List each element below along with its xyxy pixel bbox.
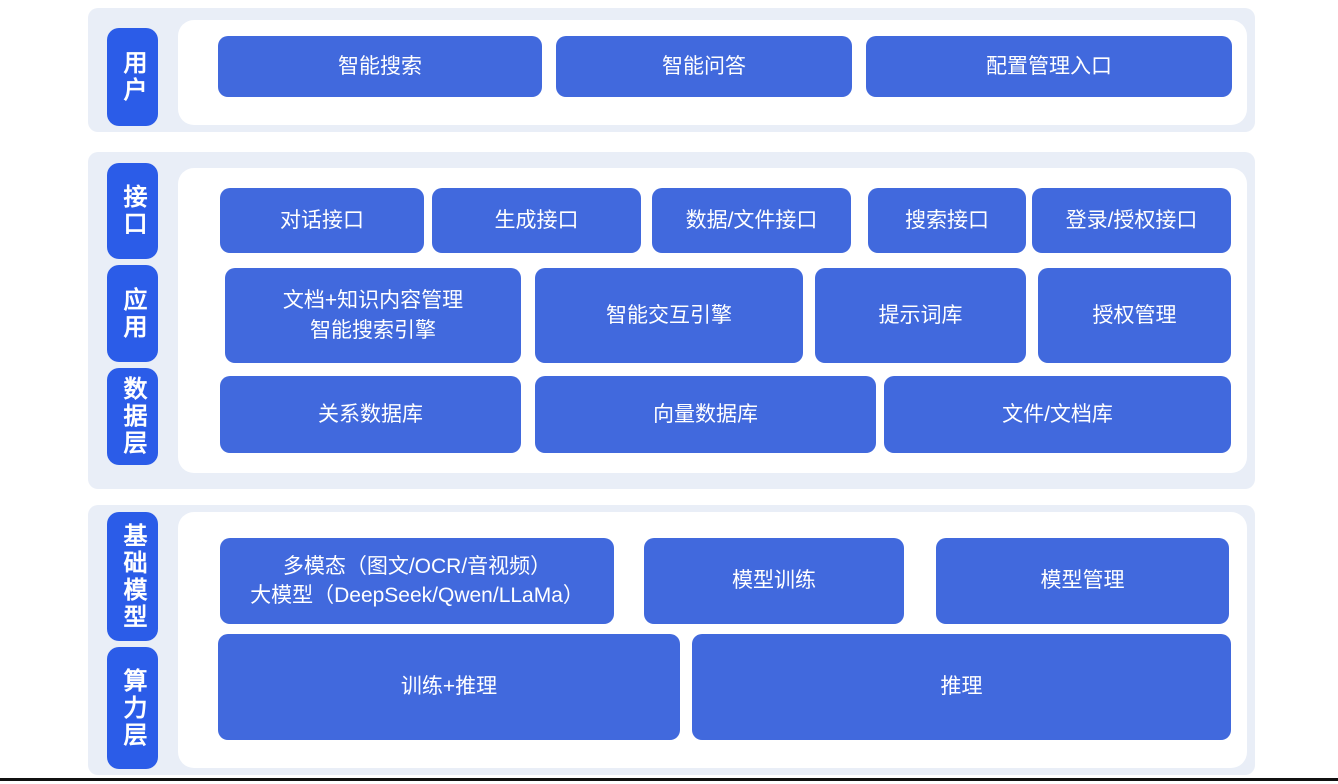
section-foundation-compute: 基础模型 算力层 多模态（图文/OCR/音视频） 大模型（DeepSeek/Qw… <box>88 505 1255 775</box>
box-label: 生成接口 <box>494 208 579 232</box>
box-label: 授权管理 <box>1092 303 1177 327</box>
bottom-divider-line <box>0 778 1338 781</box>
box-generation-api: 生成接口 <box>432 188 641 253</box>
section-user-layer: 用户 智能搜索 智能问答 配置管理入口 <box>88 8 1255 132</box>
layer-label-application: 应用 <box>107 265 158 362</box>
box-vector-database: 向量数据库 <box>535 376 876 453</box>
box-model-training: 模型训练 <box>644 538 904 624</box>
box-multimodal-llm: 多模态（图文/OCR/音视频） 大模型（DeepSeek/Qwen/LLaMa） <box>220 538 614 624</box>
box-label: 文件/文档库 <box>1002 402 1113 426</box>
box-intelligent-search: 智能搜索 <box>218 36 542 97</box>
box-label: 数据/文件接口 <box>685 208 818 232</box>
box-authorization-management: 授权管理 <box>1038 268 1231 363</box>
box-inference: 推理 <box>692 634 1231 740</box>
box-label-line1: 文档+知识内容管理 <box>282 289 464 313</box>
box-model-management: 模型管理 <box>936 538 1229 624</box>
box-label-line2: 大模型（DeepSeek/Qwen/LLaMa） <box>250 584 584 607</box>
box-search-api: 搜索接口 <box>868 188 1026 253</box>
box-label: 登录/授权接口 <box>1065 208 1198 232</box>
layer-label-data: 数据层 <box>107 368 158 465</box>
layer-label-user: 用户 <box>107 28 158 126</box>
box-intelligent-interaction-engine: 智能交互引擎 <box>535 268 803 363</box>
box-config-management-entry: 配置管理入口 <box>866 36 1232 97</box>
layer-label-compute: 算力层 <box>107 647 158 769</box>
box-relational-database: 关系数据库 <box>220 376 521 453</box>
box-label: 智能交互引擎 <box>606 303 732 327</box>
box-label: 对话接口 <box>280 208 364 232</box>
section-interface-application-data: 接口 应用 数据层 对话接口 生成接口 数据/文件接口 搜索接口 登录/授权接口… <box>88 152 1255 489</box>
box-label: 搜索接口 <box>905 208 989 232</box>
box-label: 训练+推理 <box>400 675 498 699</box>
box-login-auth-api: 登录/授权接口 <box>1032 188 1231 253</box>
box-label: 推理 <box>940 675 983 699</box>
box-label: 模型训练 <box>732 569 816 593</box>
box-label: 智能搜索 <box>338 54 422 78</box>
box-label: 关系数据库 <box>318 402 423 426</box>
layer-label-foundation-model: 基础模型 <box>107 512 158 641</box>
layer-label-interface: 接口 <box>107 163 158 259</box>
box-label-line1: 多模态（图文/OCR/音视频） <box>282 554 552 578</box>
box-intelligent-qa: 智能问答 <box>556 36 852 97</box>
box-file-document-store: 文件/文档库 <box>884 376 1231 453</box>
box-data-file-api: 数据/文件接口 <box>652 188 851 253</box>
box-label: 向量数据库 <box>653 402 758 426</box>
box-training-plus-inference: 训练+推理 <box>218 634 680 740</box>
box-prompt-library: 提示词库 <box>815 268 1026 363</box>
box-doc-knowledge-search-engine: 文档+知识内容管理 智能搜索引擎 <box>225 268 521 363</box>
box-label-line2: 智能搜索引擎 <box>310 318 436 342</box>
box-label: 提示词库 <box>878 303 963 327</box>
box-label: 模型管理 <box>1040 569 1125 593</box>
box-label: 智能问答 <box>662 54 746 78</box>
box-dialog-api: 对话接口 <box>220 188 424 253</box>
box-label: 配置管理入口 <box>986 54 1112 78</box>
